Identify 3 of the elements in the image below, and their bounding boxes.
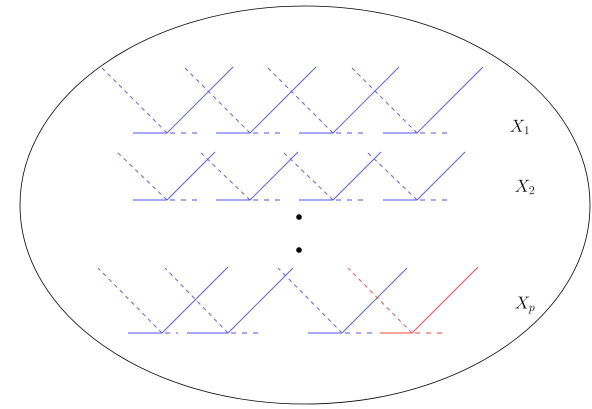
set-label: $X_1$ xyxy=(510,120,529,134)
set-label: $X_p$ xyxy=(515,296,535,314)
set-label: $X_2$ xyxy=(515,180,534,194)
